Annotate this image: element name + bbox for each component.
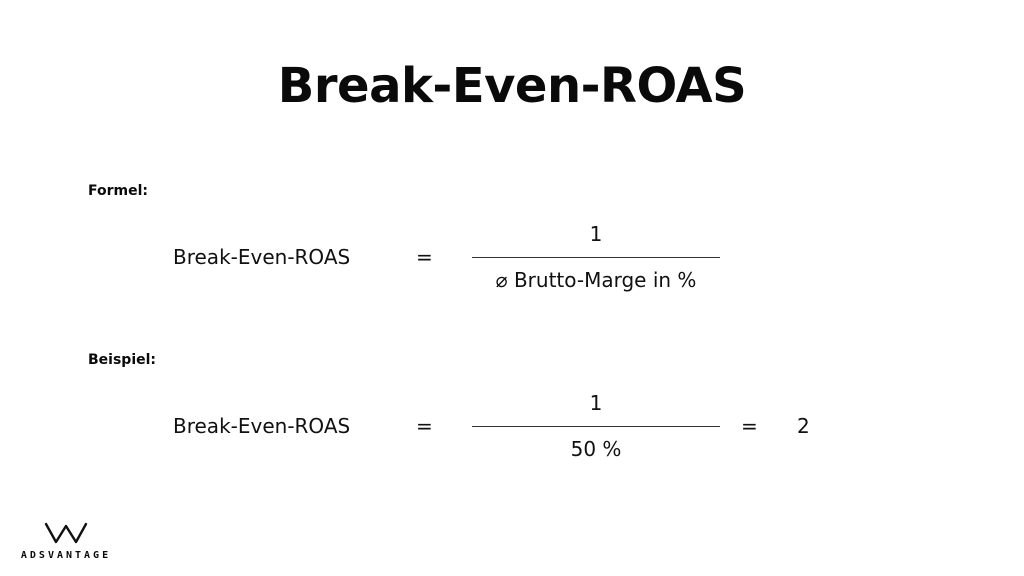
example-term: Break-Even-ROAS	[173, 414, 351, 438]
adsvantage-logo: ADSVANTAGE	[14, 520, 118, 566]
example-numerator: 1	[589, 391, 603, 415]
example-label: Beispiel:	[88, 352, 157, 368]
formula-fraction-line	[472, 257, 720, 258]
formula-numerator: 1	[589, 222, 603, 246]
example-result-equals-sign: =	[741, 414, 758, 438]
page-title: Break-Even-ROAS	[277, 58, 747, 114]
formula-label: Formel:	[88, 183, 148, 199]
adsvantage-logo-icon	[44, 522, 88, 544]
example-result: 2	[797, 414, 810, 438]
formula-equals-sign: =	[416, 245, 433, 269]
logo-text: ADSVANTAGE	[20, 550, 112, 561]
formula-term: Break-Even-ROAS	[173, 245, 351, 269]
example-denominator: 50 %	[570, 437, 622, 461]
formula-denominator: ⌀ Brutto-Marge in %	[495, 268, 697, 292]
example-fraction-line	[472, 426, 720, 427]
example-equals-sign: =	[416, 414, 433, 438]
